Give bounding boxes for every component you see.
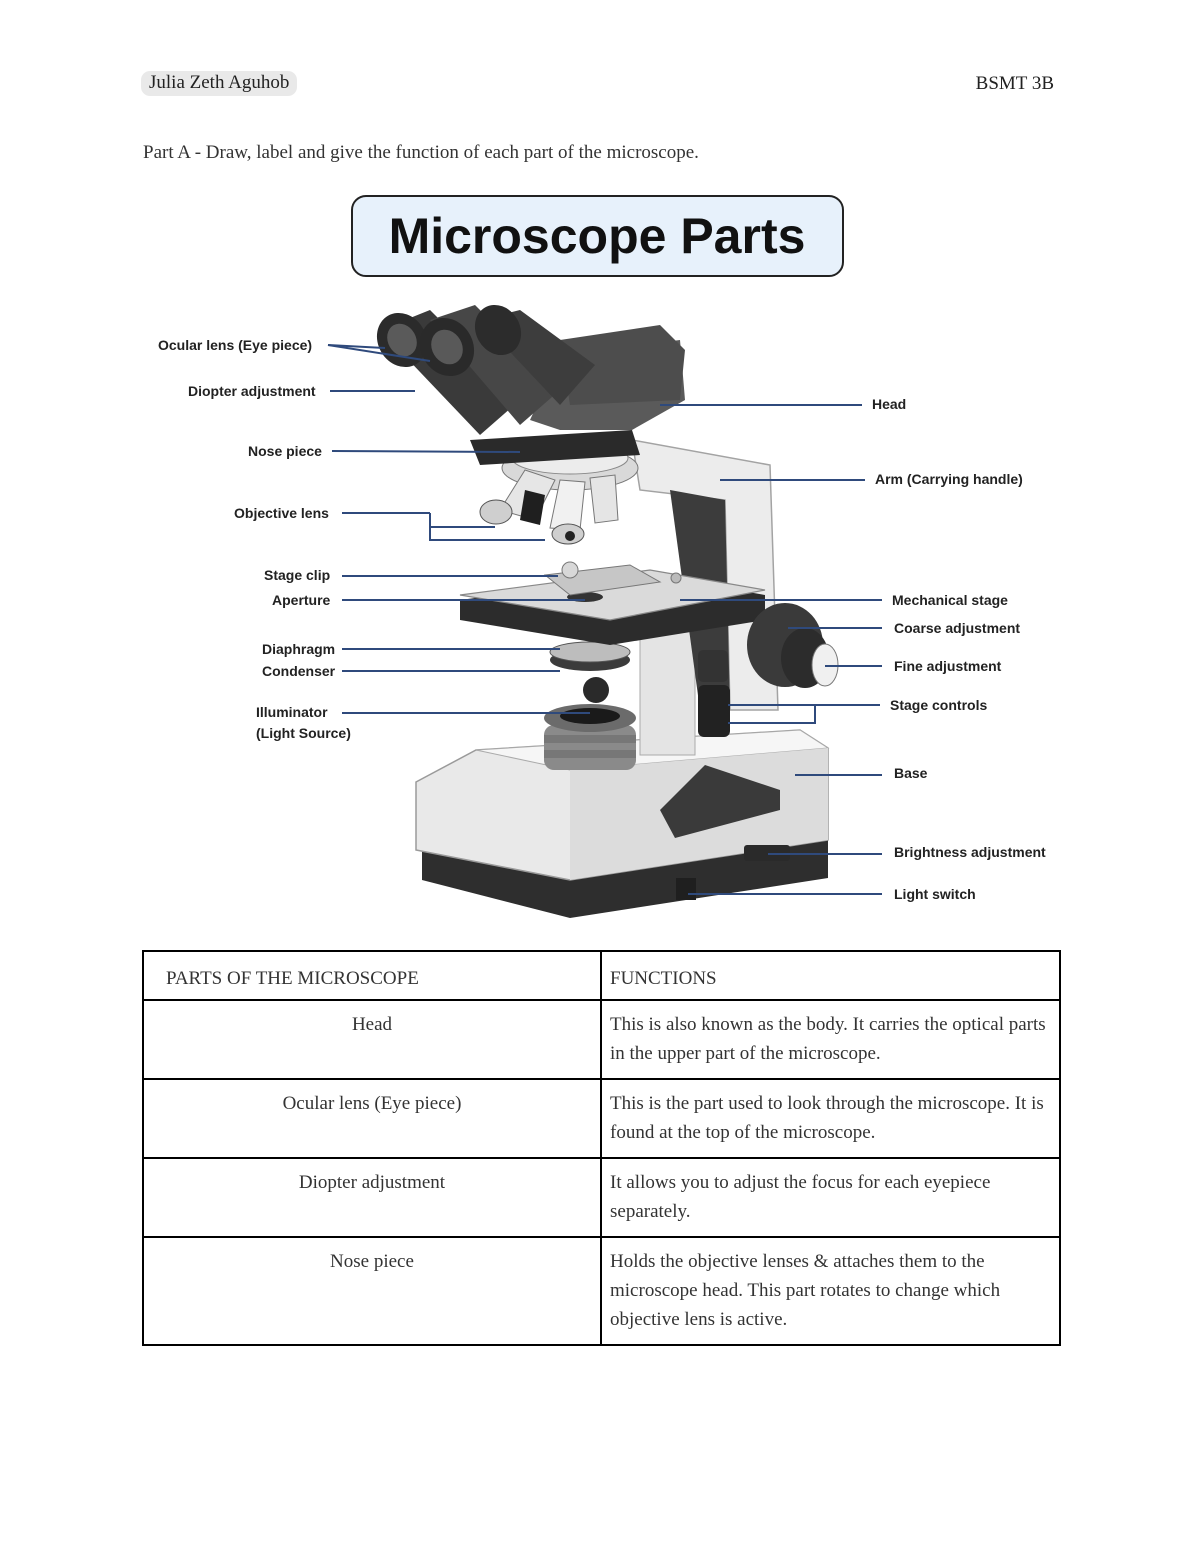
label-fine-adjustment: Fine adjustment xyxy=(894,658,1002,674)
label-ocular-lens: Ocular lens (Eye piece) xyxy=(158,337,312,353)
label-aperture: Aperture xyxy=(272,592,331,608)
label-illuminator: Illuminator xyxy=(256,704,328,720)
microscope-diagram-svg: Microscope Parts xyxy=(158,195,1046,918)
leader-lines xyxy=(327,344,882,895)
label-light-switch: Light switch xyxy=(894,886,976,902)
label-diaphragm: Diaphragm xyxy=(262,641,335,657)
microscope-illustration xyxy=(376,304,839,918)
header-functions: FUNCTIONS xyxy=(600,950,1061,1001)
label-stage-clip: Stage clip xyxy=(264,567,330,583)
diagram-title: Microscope Parts xyxy=(389,208,806,264)
student-name-chip[interactable]: Julia Zeth Aguhob xyxy=(141,71,298,96)
label-base: Base xyxy=(894,765,928,781)
label-objective-lens: Objective lens xyxy=(234,505,329,521)
function-cell: This is the part used to look through th… xyxy=(600,1078,1061,1159)
function-cell: Holds the objective lenses & attaches th… xyxy=(600,1236,1061,1346)
label-brightness-adjustment: Brightness adjustment xyxy=(894,844,1046,860)
label-stage-controls: Stage controls xyxy=(890,697,987,713)
label-mechanical-stage: Mechanical stage xyxy=(892,592,1008,608)
class-section: BSMT 3B xyxy=(975,73,1054,94)
label-coarse-adjustment: Coarse adjustment xyxy=(894,620,1020,636)
table-row: Ocular lens (Eye piece) This is the part… xyxy=(142,1078,1061,1159)
header-parts: PARTS OF THE MICROSCOPE xyxy=(142,950,602,1001)
table-row: Diopter adjustment It allows you to adju… xyxy=(142,1157,1061,1238)
label-condenser: Condenser xyxy=(262,663,336,679)
part-cell: Ocular lens (Eye piece) xyxy=(142,1078,602,1159)
part-cell: Head xyxy=(142,999,602,1080)
label-nose-piece: Nose piece xyxy=(248,443,322,459)
part-cell: Diopter adjustment xyxy=(142,1157,602,1238)
part-cell: Nose piece xyxy=(142,1236,602,1346)
table-header-row: PARTS OF THE MICROSCOPE FUNCTIONS xyxy=(142,950,1061,1001)
label-diopter-adjustment: Diopter adjustment xyxy=(188,383,316,399)
label-arm: Arm (Carrying handle) xyxy=(875,471,1023,487)
label-light-source: (Light Source) xyxy=(256,725,351,741)
function-cell: This is also known as the body. It carri… xyxy=(600,999,1061,1080)
parts-functions-table: PARTS OF THE MICROSCOPE FUNCTIONS Head T… xyxy=(142,950,1061,1346)
function-cell: It allows you to adjust the focus for ea… xyxy=(600,1157,1061,1238)
instruction-text: Part A - Draw, label and give the functi… xyxy=(143,142,699,163)
label-head: Head xyxy=(872,396,906,412)
table-row: Nose piece Holds the objective lenses & … xyxy=(142,1236,1061,1346)
diagram-title-box xyxy=(351,195,844,277)
table-row: Head This is also known as the body. It … xyxy=(142,999,1061,1080)
microscope-diagram: Microscope Parts xyxy=(140,190,1060,930)
